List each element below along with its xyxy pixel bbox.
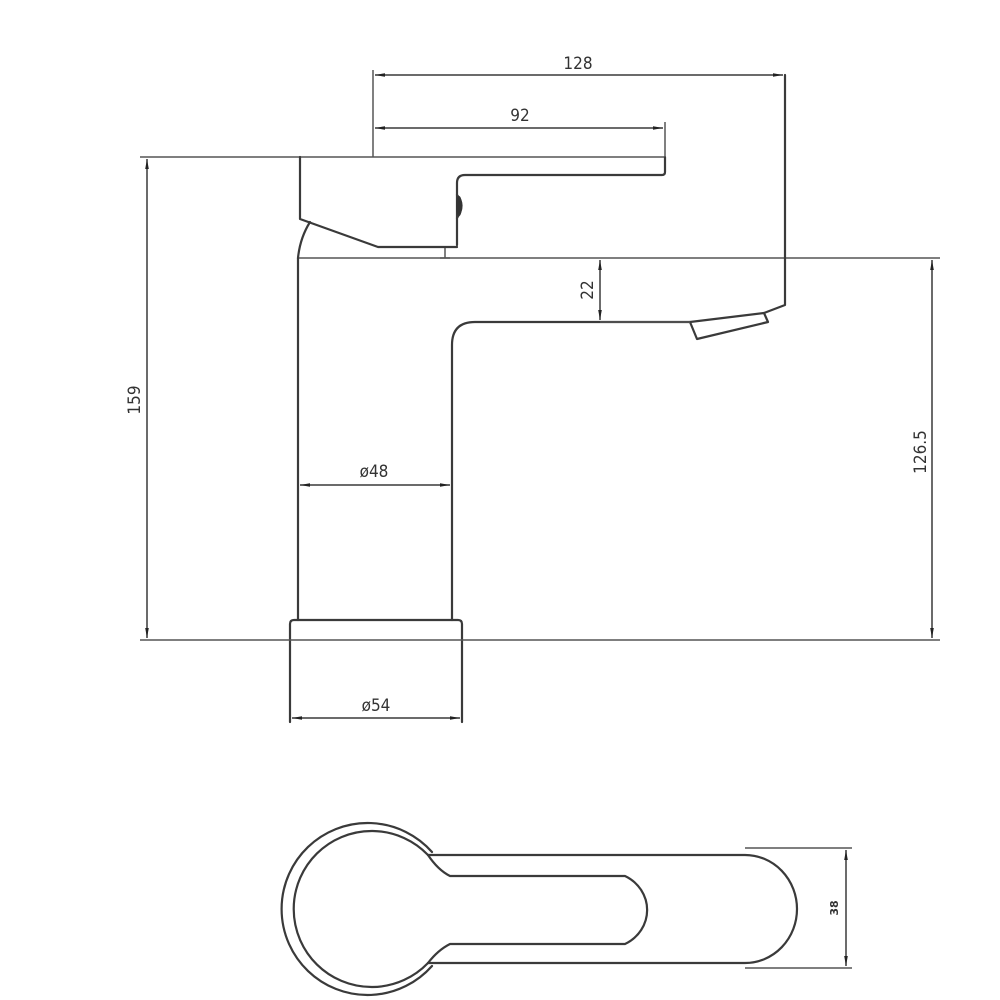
- dimension-label-126-5: 126.5: [911, 430, 931, 474]
- top-plan-view: 38: [280, 821, 852, 997]
- faucet-body: [296, 73, 940, 622]
- dimension-label-38: 38: [828, 900, 841, 915]
- dimension-label-d48: ø48: [360, 462, 389, 482]
- dimension-label-128: 128: [563, 54, 592, 74]
- side-elevation-view: 128 92 159 126.5 22 ø48: [125, 54, 940, 724]
- dimension-overall-reach: 128: [372, 54, 783, 157]
- dimension-label-d54: ø54: [362, 696, 391, 716]
- dimension-spout-thickness: 22: [578, 260, 690, 323]
- dimension-label-22: 22: [578, 280, 598, 299]
- dimension-base-diameter: ø54: [292, 696, 460, 720]
- dimension-label-159: 159: [125, 385, 145, 414]
- lever-handle: [140, 155, 667, 260]
- dimension-label-92: 92: [510, 106, 529, 126]
- faucet-base: [140, 618, 940, 724]
- dimension-body-diameter: ø48: [300, 462, 450, 487]
- dimension-plan-width: 38: [745, 847, 852, 969]
- dimension-lever-length: 92: [375, 106, 666, 157]
- dimension-overall-height: 159: [125, 159, 149, 638]
- dimension-spout-height: 126.5: [911, 260, 934, 638]
